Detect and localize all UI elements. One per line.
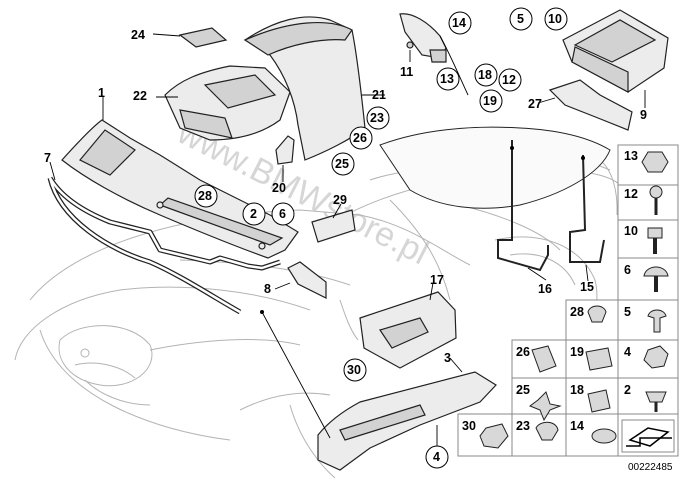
callout-23: 23 bbox=[370, 111, 384, 125]
grommet-icon bbox=[591, 428, 617, 444]
callout-29: 29 bbox=[333, 193, 347, 207]
grid-label-12: 12 bbox=[624, 187, 638, 201]
callout-26: 26 bbox=[353, 131, 367, 145]
grid-label-30: 30 bbox=[462, 419, 476, 433]
callout-6: 6 bbox=[279, 207, 286, 221]
callout-12: 12 bbox=[502, 73, 516, 87]
part-22-tray bbox=[164, 65, 291, 141]
callout-2: 2 bbox=[250, 207, 257, 221]
part-24-pad bbox=[178, 27, 228, 48]
callout-17: 17 bbox=[430, 273, 444, 287]
grid-label-26: 26 bbox=[516, 345, 530, 359]
star-clip-icon bbox=[528, 391, 562, 422]
callout-4: 4 bbox=[433, 450, 440, 464]
part-17-bracket bbox=[359, 291, 457, 369]
part-21-panel bbox=[243, 16, 366, 161]
expanding-rivet-icon bbox=[587, 305, 607, 323]
callout-22: 22 bbox=[133, 89, 147, 103]
callout-8: 8 bbox=[264, 282, 271, 296]
circled-callout-labels: 14 5 10 13 18 12 19 23 26 25 28 2 6 30 4 bbox=[198, 12, 562, 464]
grid-label-13: 13 bbox=[624, 149, 638, 163]
document-number: 00222485 bbox=[628, 462, 673, 473]
callout-9: 9 bbox=[640, 108, 647, 122]
callout-16: 16 bbox=[538, 282, 552, 296]
grid-label-6: 6 bbox=[624, 263, 631, 277]
grid-label-14: 14 bbox=[570, 419, 584, 433]
part-11-strip bbox=[399, 13, 469, 96]
callout-27: 27 bbox=[528, 97, 542, 111]
grid-label-10: 10 bbox=[624, 224, 638, 238]
part-3-underbody bbox=[317, 371, 497, 471]
part-27-channel bbox=[548, 79, 633, 131]
hex-nut-icon bbox=[643, 345, 669, 369]
callout-5: 5 bbox=[517, 12, 524, 26]
sheet-nut-icon bbox=[587, 389, 611, 413]
part-16-bracket bbox=[497, 140, 549, 272]
callout-13: 13 bbox=[440, 72, 454, 86]
collar-nut-icon bbox=[479, 423, 509, 449]
callout-7: 7 bbox=[44, 151, 51, 165]
clip-nut-icon bbox=[641, 151, 669, 173]
grid-label-19: 19 bbox=[570, 345, 584, 359]
flange-screw-icon bbox=[645, 391, 667, 403]
grid-label-28: 28 bbox=[570, 305, 584, 319]
screw-head-icon bbox=[649, 185, 663, 199]
part-9-storage-box bbox=[562, 9, 669, 94]
part-1-cowl bbox=[61, 119, 299, 259]
grid-label-18: 18 bbox=[570, 383, 584, 397]
callout-labels: 1 3 7 8 9 11 15 16 17 20 21 22 24 27 29 bbox=[44, 28, 647, 365]
rivet-icon bbox=[647, 309, 667, 333]
parts-grid-labels: 13 12 10 6 28 5 26 19 4 25 18 2 30 23 14 bbox=[462, 149, 638, 433]
grid-label-2: 2 bbox=[624, 383, 631, 397]
fastener-icons bbox=[479, 151, 669, 449]
part-29-strip bbox=[311, 209, 356, 243]
callout-10: 10 bbox=[548, 12, 562, 26]
grid-label-5: 5 bbox=[624, 305, 631, 319]
callout-11: 11 bbox=[400, 65, 413, 79]
part-8-bracket bbox=[287, 261, 327, 299]
callout-1: 1 bbox=[98, 86, 105, 100]
leader-lines bbox=[49, 33, 646, 448]
callout-28: 28 bbox=[198, 189, 212, 203]
bolt-icon bbox=[647, 227, 663, 239]
plug-icon bbox=[643, 266, 669, 277]
callout-15: 15 bbox=[580, 280, 594, 294]
direction-arrow-icon bbox=[621, 419, 675, 453]
circled-callouts bbox=[194, 7, 568, 469]
callout-20: 20 bbox=[272, 181, 286, 195]
bracket-clip-icon bbox=[531, 345, 557, 373]
callout-18: 18 bbox=[478, 68, 492, 82]
callout-25: 25 bbox=[335, 157, 349, 171]
callout-30: 30 bbox=[347, 363, 361, 377]
grid-label-4: 4 bbox=[624, 345, 631, 359]
callout-14: 14 bbox=[452, 16, 466, 30]
callout-24: 24 bbox=[131, 28, 145, 42]
callout-21: 21 bbox=[372, 88, 386, 102]
push-button-icon bbox=[535, 421, 559, 441]
spring-clip-icon bbox=[585, 347, 613, 371]
callout-19: 19 bbox=[483, 94, 497, 108]
part-15-bracket bbox=[569, 154, 605, 263]
callout-3: 3 bbox=[444, 351, 451, 365]
grid-label-25: 25 bbox=[516, 383, 530, 397]
hood-outline bbox=[379, 126, 611, 209]
part-20-bracket bbox=[275, 135, 295, 165]
grid-label-23: 23 bbox=[516, 419, 530, 433]
